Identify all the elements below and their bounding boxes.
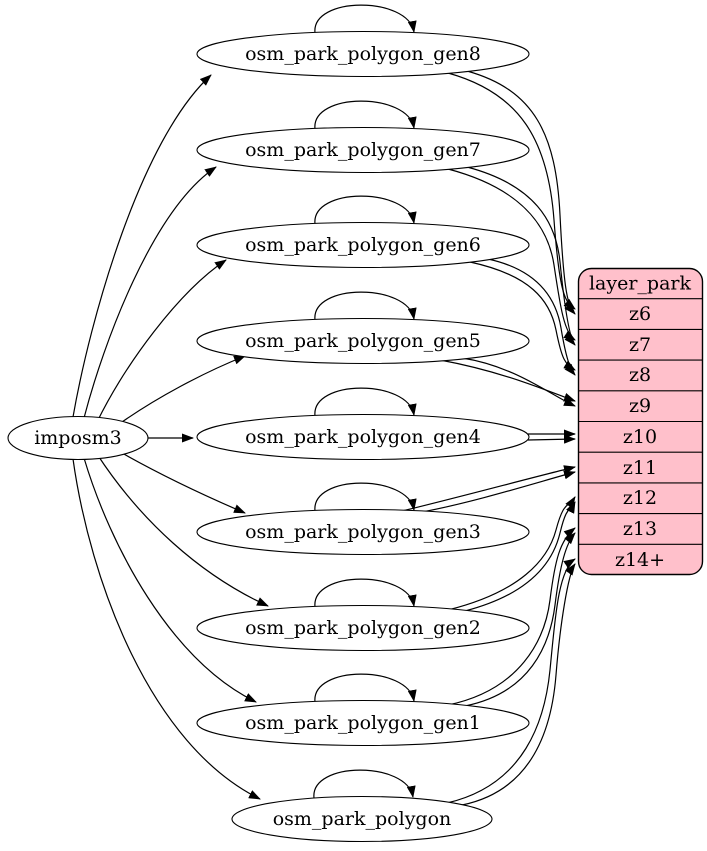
edge-gen3-z11-a xyxy=(401,465,576,512)
edge-gen6-z8-a xyxy=(469,261,576,371)
node-imposm3 xyxy=(7,415,149,461)
layer-row-z14plus: z14+ xyxy=(615,549,665,571)
node-osm-park-polygon-gen3 xyxy=(196,508,530,556)
self-loop-polygon xyxy=(313,769,416,799)
edge-imposm3-gen8 xyxy=(72,74,212,418)
layer-row-z13: z13 xyxy=(623,518,657,540)
self-loop-gen6 xyxy=(314,195,417,225)
self-loop-gen7 xyxy=(314,100,417,130)
edge-polygon-z14-b xyxy=(461,563,576,806)
self-loop-gen5 xyxy=(314,291,417,321)
layer-row-z9: z9 xyxy=(629,395,651,417)
self-loop-gen1 xyxy=(314,673,417,703)
edge-gen7-z7-a xyxy=(447,168,576,341)
node-label-gen6: osm_park_polygon_gen6 xyxy=(245,234,481,256)
layer-row-z11: z11 xyxy=(623,457,657,479)
node-label-gen2: osm_park_polygon_gen2 xyxy=(245,617,481,639)
edge-imposm3-gen3 xyxy=(114,448,246,514)
edge-polygon-z14-a xyxy=(446,558,576,804)
node-label-gen1: osm_park_polygon_gen1 xyxy=(245,712,481,734)
edge-gen6-z8-b xyxy=(487,258,576,376)
edge-gen7-z7-b xyxy=(466,166,576,346)
layer-row-z10: z10 xyxy=(623,426,657,448)
node-label-polygon: osm_park_polygon xyxy=(273,808,452,830)
layer-row-z6: z6 xyxy=(629,303,651,325)
node-osm-park-polygon-gen2 xyxy=(196,604,530,652)
edge-imposm3-gen5 xyxy=(114,355,246,428)
edge-imposm3-gen7 xyxy=(83,166,217,419)
imposm3-label: imposm3 xyxy=(34,427,122,449)
edge-imposm3-polygon xyxy=(72,458,261,800)
edge-imposm3-gen2 xyxy=(96,453,269,607)
layer-row-z8: z8 xyxy=(629,364,651,386)
node-osm-park-polygon-gen4 xyxy=(196,413,530,461)
node-label-gen3: osm_park_polygon_gen3 xyxy=(245,521,481,543)
edge-gen4-z10-b xyxy=(527,434,576,444)
self-loop-gen2 xyxy=(314,578,417,608)
node-label-gen5: osm_park_polygon_gen5 xyxy=(245,330,481,352)
node-label-gen8: osm_park_polygon_gen8 xyxy=(245,43,481,65)
edge-gen8-z6-b xyxy=(466,70,576,315)
edge-gen1-z13-a xyxy=(447,527,576,706)
edge-imposm3-gen6 xyxy=(96,259,227,423)
self-loop-gen8 xyxy=(314,4,417,34)
edge-gen2-z12-b xyxy=(464,501,576,612)
node-osm-park-polygon-gen7 xyxy=(196,126,530,174)
self-loop-gen4 xyxy=(314,387,417,417)
layer-row-z12: z12 xyxy=(623,487,657,509)
edge-gen3-z11-b xyxy=(421,470,576,513)
edge-gen5-z9-b xyxy=(461,357,576,407)
node-label-gen4: osm_park_polygon_gen4 xyxy=(245,426,481,448)
node-osm-park-polygon-gen6 xyxy=(196,221,530,269)
edge-gen1-z13-b xyxy=(464,532,576,707)
self-loop-gen3 xyxy=(314,482,417,512)
node-label-gen7: osm_park_polygon_gen7 xyxy=(245,139,481,161)
node-osm-park-polygon-gen8 xyxy=(196,30,530,78)
layer-park-title: layer_park xyxy=(589,273,692,295)
node-osm-park-polygon xyxy=(231,795,493,843)
node-osm-park-polygon-gen5 xyxy=(196,317,530,365)
edge-imposm3-gen1 xyxy=(83,457,257,703)
layer-row-z7: z7 xyxy=(629,334,651,356)
edge-gen8-z6-a xyxy=(447,72,576,310)
node-osm-park-polygon-gen1 xyxy=(196,699,530,747)
